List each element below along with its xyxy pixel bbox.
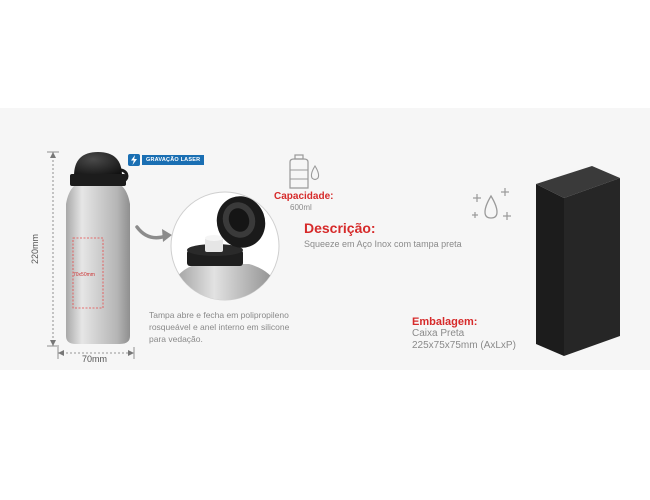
width-label: 70mm [82, 354, 108, 364]
packaging-line-2: 225x75x75mm (AxLxP) [412, 340, 516, 351]
capacity-value: 600ml [290, 203, 312, 212]
cap-detail-image [170, 191, 280, 301]
engraving-area-label: 70x50mm [73, 272, 95, 278]
laser-engraving-badge: GRAVAÇÃO LASER [128, 154, 205, 166]
lid-description: Tampa abre e fecha em polipropileno rosq… [149, 309, 289, 345]
lid-description-line-1: Tampa abre e fecha em polipropileno [149, 310, 289, 320]
packaging-line-1: Caixa Preta [412, 328, 465, 339]
lightning-icon [128, 154, 140, 166]
height-dimension-line [47, 151, 59, 347]
bottle-image [66, 152, 130, 344]
packaging-title: Embalagem: [412, 316, 478, 328]
arrow-icon [135, 225, 172, 242]
height-label: 220mm [30, 233, 41, 265]
laser-engraving-label: GRAVAÇÃO LASER [142, 155, 205, 165]
clean-sparkle-icon [472, 188, 511, 220]
bottle-icon [289, 154, 320, 189]
lid-description-line-3: para vedação. [149, 334, 203, 344]
lid-description-line-2: rosqueável e anel interno em silicone [149, 322, 290, 332]
black-box-image [536, 166, 620, 356]
description-text: Squeeze em Aço Inox com tampa preta [304, 239, 462, 249]
capacity-label: Capacidade: [274, 191, 334, 202]
description-title: Descrição: [304, 220, 376, 236]
width-dimension-line [57, 347, 135, 359]
